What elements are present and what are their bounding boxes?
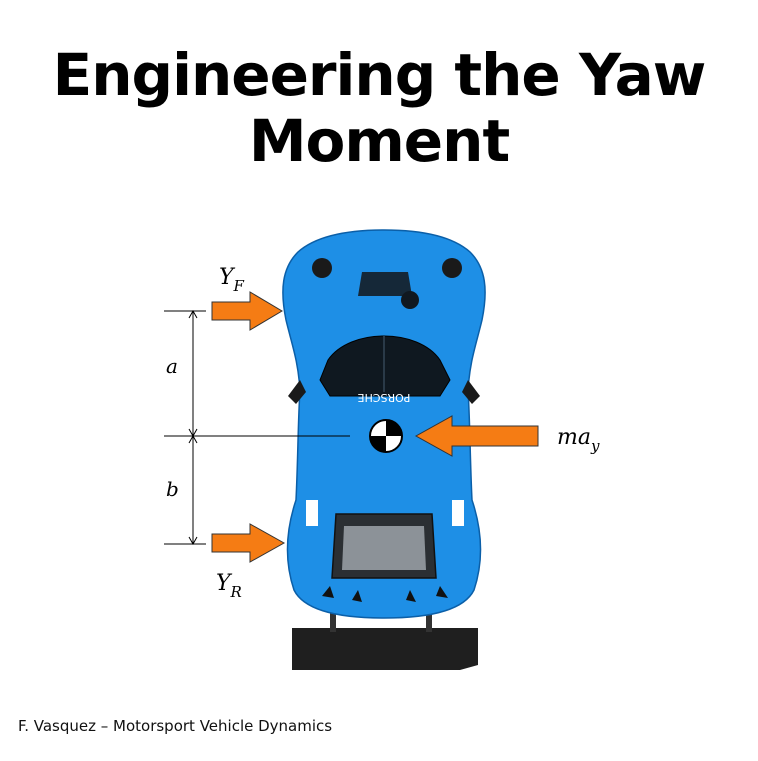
front-distance-label: a — [166, 354, 178, 378]
credit-line: F. Vasquez – Motorsport Vehicle Dynamics — [18, 717, 333, 735]
lateral-force-arrow — [414, 415, 539, 457]
title-line-2: Moment — [248, 107, 510, 175]
front-force-arrow — [211, 291, 283, 331]
rear-wing — [292, 610, 478, 670]
center-of-gravity-icon — [369, 419, 403, 453]
lateral-force-label: may — [557, 425, 600, 455]
rear-distance-label: b — [166, 477, 179, 501]
dimension-lines — [164, 309, 350, 546]
page-title: Engineering the Yaw Moment — [0, 42, 758, 174]
rear-force-label: YR — [216, 571, 242, 601]
car-brand-label: PORSCHE — [358, 391, 411, 404]
rear-force-arrow — [211, 523, 286, 563]
front-force-label: YF — [219, 265, 245, 295]
title-line-1: Engineering the Yaw — [52, 41, 707, 109]
